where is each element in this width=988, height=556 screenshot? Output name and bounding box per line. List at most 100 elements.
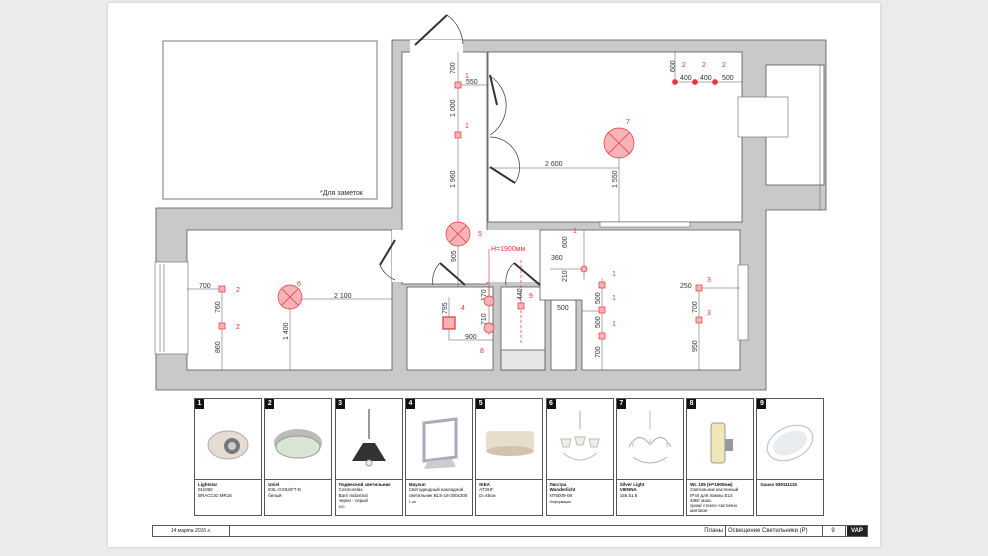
marker-label: 2	[702, 62, 706, 69]
dim: 500	[595, 316, 602, 328]
dim: 2 600	[545, 161, 563, 168]
product-image	[486, 431, 535, 456]
dim: 710	[481, 313, 488, 325]
dim: 250	[680, 283, 692, 290]
marker-label: 3	[707, 310, 711, 317]
wall-lamp-8-marker	[483, 322, 495, 334]
card-title: Maysun	[408, 482, 426, 487]
chandelier-7-marker	[603, 127, 635, 159]
spotlight-1-marker	[598, 281, 606, 289]
fixtures	[218, 79, 718, 340]
dimension-labels: 700 550 1 000 1 960 2 600 1 550 600 400 …	[199, 60, 734, 358]
notes-label: *Для заметок	[320, 190, 364, 197]
marker-label: 2	[682, 62, 686, 69]
logo: VAP	[847, 526, 867, 536]
card-line: 011060	[198, 487, 213, 493]
page-number: 9	[821, 526, 846, 536]
spotlight-1-marker	[580, 265, 588, 273]
spotlight-1-marker	[454, 81, 462, 89]
product-image	[422, 417, 458, 469]
marker-label: 6	[297, 281, 301, 288]
pendant-3-marker	[695, 316, 703, 324]
product-image	[274, 429, 323, 459]
dim: 440	[517, 288, 524, 300]
chandelier-6-marker	[277, 284, 303, 310]
marker-label: 8	[480, 348, 484, 355]
downlight-9-marker	[517, 302, 525, 310]
card-line: D=45см	[479, 492, 496, 498]
product-image	[351, 409, 386, 467]
dim: 795	[442, 302, 449, 314]
closet	[550, 299, 577, 371]
card-number: 7	[616, 399, 626, 409]
card-title: IKEA	[479, 482, 490, 487]
card-line: Светильник настенный	[690, 487, 739, 493]
downlight-2-marker	[712, 79, 718, 85]
card-title: Silver Light	[619, 482, 645, 487]
section-label: Планы	[704, 528, 723, 534]
dim: 400	[680, 75, 692, 82]
window-balcony	[737, 96, 789, 138]
marker-label: 1	[465, 123, 469, 130]
kitchen	[539, 229, 741, 371]
downlight-2-marker	[672, 79, 678, 85]
dim: 360	[551, 255, 563, 262]
card-number: 6	[546, 399, 556, 409]
dim: 700	[450, 62, 457, 74]
card-number: 1	[195, 399, 204, 409]
wall-lamp-height-label: H=1900мм	[491, 246, 526, 253]
product-image	[710, 422, 734, 464]
card-title: Люстра	[549, 482, 567, 487]
card-title: WL 105 (H=1900мм)	[690, 482, 733, 487]
panel-4-marker	[442, 316, 456, 330]
spotlight-1-marker	[598, 306, 606, 314]
dim: 860	[215, 341, 222, 353]
dim: 1 960	[450, 170, 457, 188]
dim: 550	[466, 79, 478, 86]
card-line: 40Вт макс.	[690, 497, 713, 503]
marker-label: 2	[236, 287, 240, 294]
card-line: черно - серый	[338, 497, 368, 503]
marker-label: 9	[529, 293, 533, 300]
shower-tray	[500, 349, 546, 371]
dim: 950	[692, 340, 699, 352]
dim: 905	[451, 250, 458, 262]
card-number: 3	[335, 399, 345, 409]
entry-door-gap	[410, 40, 463, 54]
spotlight-1-marker	[598, 332, 606, 340]
card-title: Gauss 939111115	[760, 482, 797, 487]
card-line: 155.51.6	[619, 492, 638, 498]
card-number: 2	[265, 399, 275, 409]
marker-label: 1	[573, 228, 577, 235]
marker-label: 1	[612, 295, 616, 302]
dim: 600	[670, 60, 677, 72]
card-title: Uniel	[268, 482, 280, 487]
radiator	[599, 221, 691, 228]
card-title: Wunderlicht	[549, 487, 576, 493]
downlight-2-marker	[218, 322, 226, 330]
card-line: хром/ стекло частично матовое	[690, 503, 738, 514]
marker-label: 2	[722, 62, 726, 69]
card-number: 5	[476, 399, 486, 409]
dim: 2 100	[334, 293, 352, 300]
marker-label: 1	[465, 73, 469, 80]
pendant-3-marker	[695, 284, 703, 292]
card-line: IP44 для лампы E14	[690, 492, 733, 498]
windows	[154, 65, 821, 355]
dim: 1 550	[612, 170, 619, 188]
fixture-labels: 1 1 2 2 2 7 5 6 2 2 4 8 9 H=1900мм 1 1 1…	[236, 62, 726, 355]
card-line: белый	[268, 492, 282, 498]
marker-label: 7	[626, 119, 630, 126]
